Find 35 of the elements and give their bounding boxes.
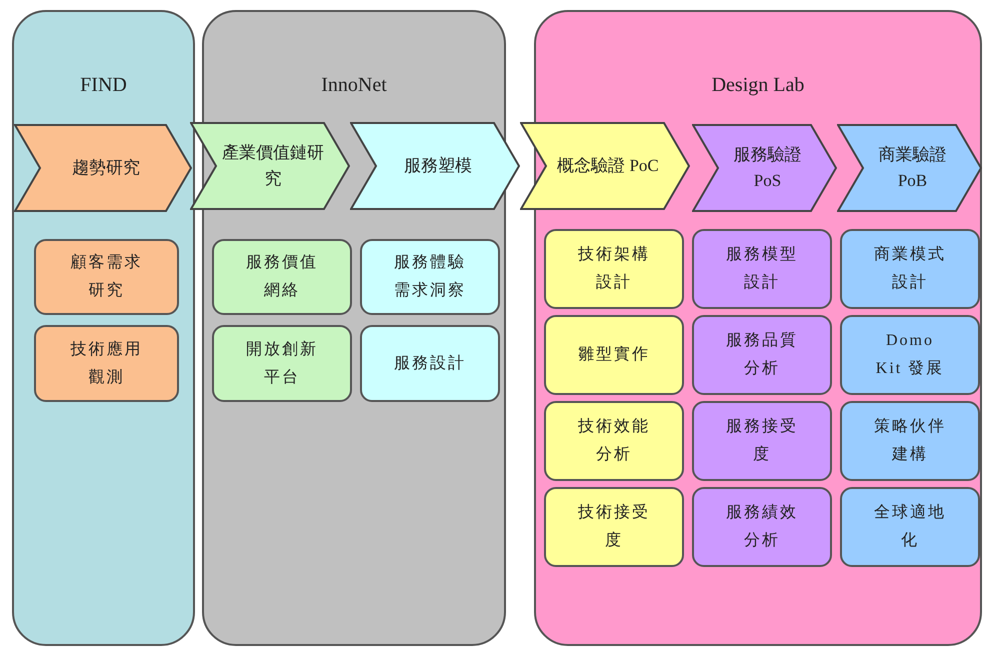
lane-title: Design Lab: [712, 74, 804, 97]
task-box: 服務體驗需求洞察: [360, 239, 500, 315]
task-box: 商業模式設計: [840, 229, 980, 309]
task-box: 開放創新平台: [212, 325, 352, 402]
task-box: 技術接受度: [544, 487, 684, 567]
chevron-step: [837, 124, 982, 212]
chevron-step: [692, 124, 837, 212]
task-box: 服務價值網絡: [212, 239, 352, 315]
lane-panel: [534, 10, 982, 646]
chevron-step: [14, 124, 192, 212]
chevron-step: [520, 122, 690, 210]
step-label: 概念驗證 PoC: [556, 155, 660, 177]
task-box: 服務接受度: [692, 401, 832, 481]
step-label: 服務塑模: [403, 155, 473, 177]
task-box: 服務設計: [360, 325, 500, 402]
lane-title: InnoNet: [321, 74, 387, 97]
step-label: 商業驗證 PoB: [878, 144, 948, 192]
task-box: 技術效能分析: [544, 401, 684, 481]
lane-panel: [12, 10, 195, 646]
lane-title: FIND: [80, 74, 127, 97]
chevron-step: [350, 122, 520, 210]
task-box: 雛型實作: [544, 315, 684, 395]
task-box: 顧客需求研究: [34, 239, 179, 315]
step-label: 趨勢研究: [71, 157, 141, 179]
step-label: 服務驗證 PoS: [732, 144, 802, 192]
task-box: 服務績效分析: [692, 487, 832, 567]
task-box: 技術應用觀測: [34, 325, 179, 402]
task-box: 技術架構設計: [544, 229, 684, 309]
task-box: Domo Kit 發展: [840, 315, 980, 395]
task-box: 策略伙伴建構: [840, 401, 980, 481]
task-box: 全球適地化: [840, 487, 980, 567]
step-label: 產業價值鏈研究: [221, 142, 325, 190]
chevron-step: [190, 122, 350, 210]
task-box: 服務品質分析: [692, 315, 832, 395]
task-box: 服務模型設計: [692, 229, 832, 309]
